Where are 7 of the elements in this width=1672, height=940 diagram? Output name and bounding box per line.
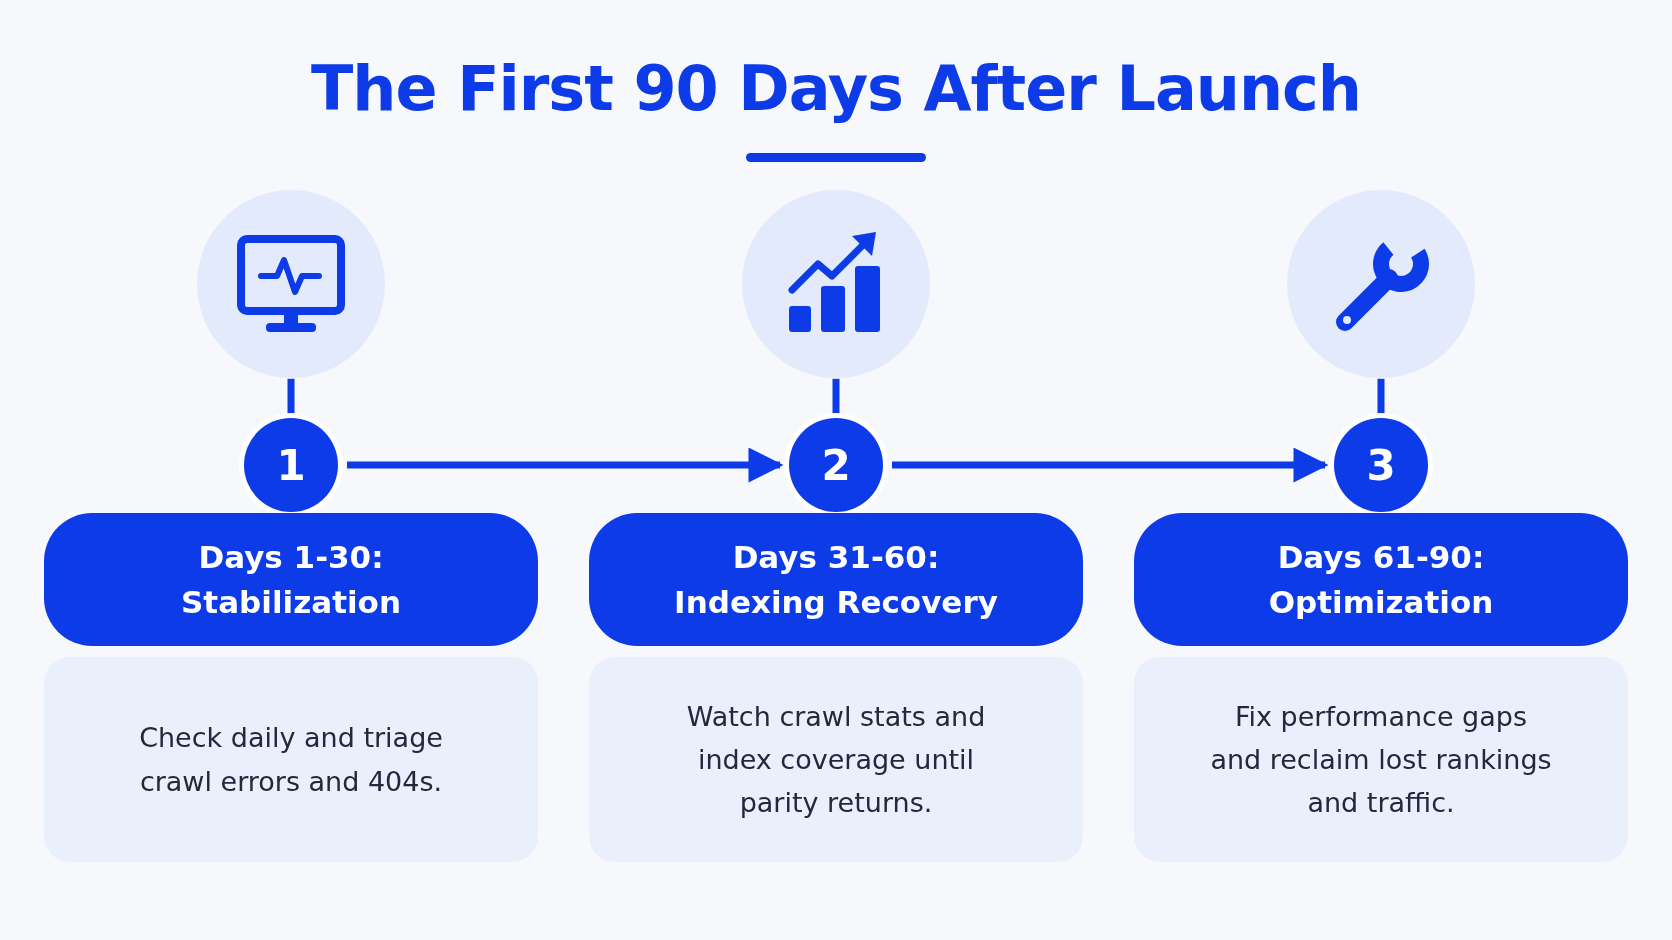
phase-header: Days 61-90: Optimization — [1134, 513, 1628, 646]
title: The First 90 Days After Launch — [310, 52, 1362, 125]
phase-description: Watch crawl stats and index coverage until parity returns. — [589, 657, 1083, 862]
phase-description: Fix performance gaps and reclaim lost rankings and traffic. — [1134, 657, 1628, 862]
phase-description: Check daily and triage crawl errors and 404s. — [44, 657, 538, 862]
phase-header: Days 1-30: Stabilization — [44, 513, 538, 646]
phase-header: Days 31-60: Indexing Recovery — [589, 513, 1083, 646]
